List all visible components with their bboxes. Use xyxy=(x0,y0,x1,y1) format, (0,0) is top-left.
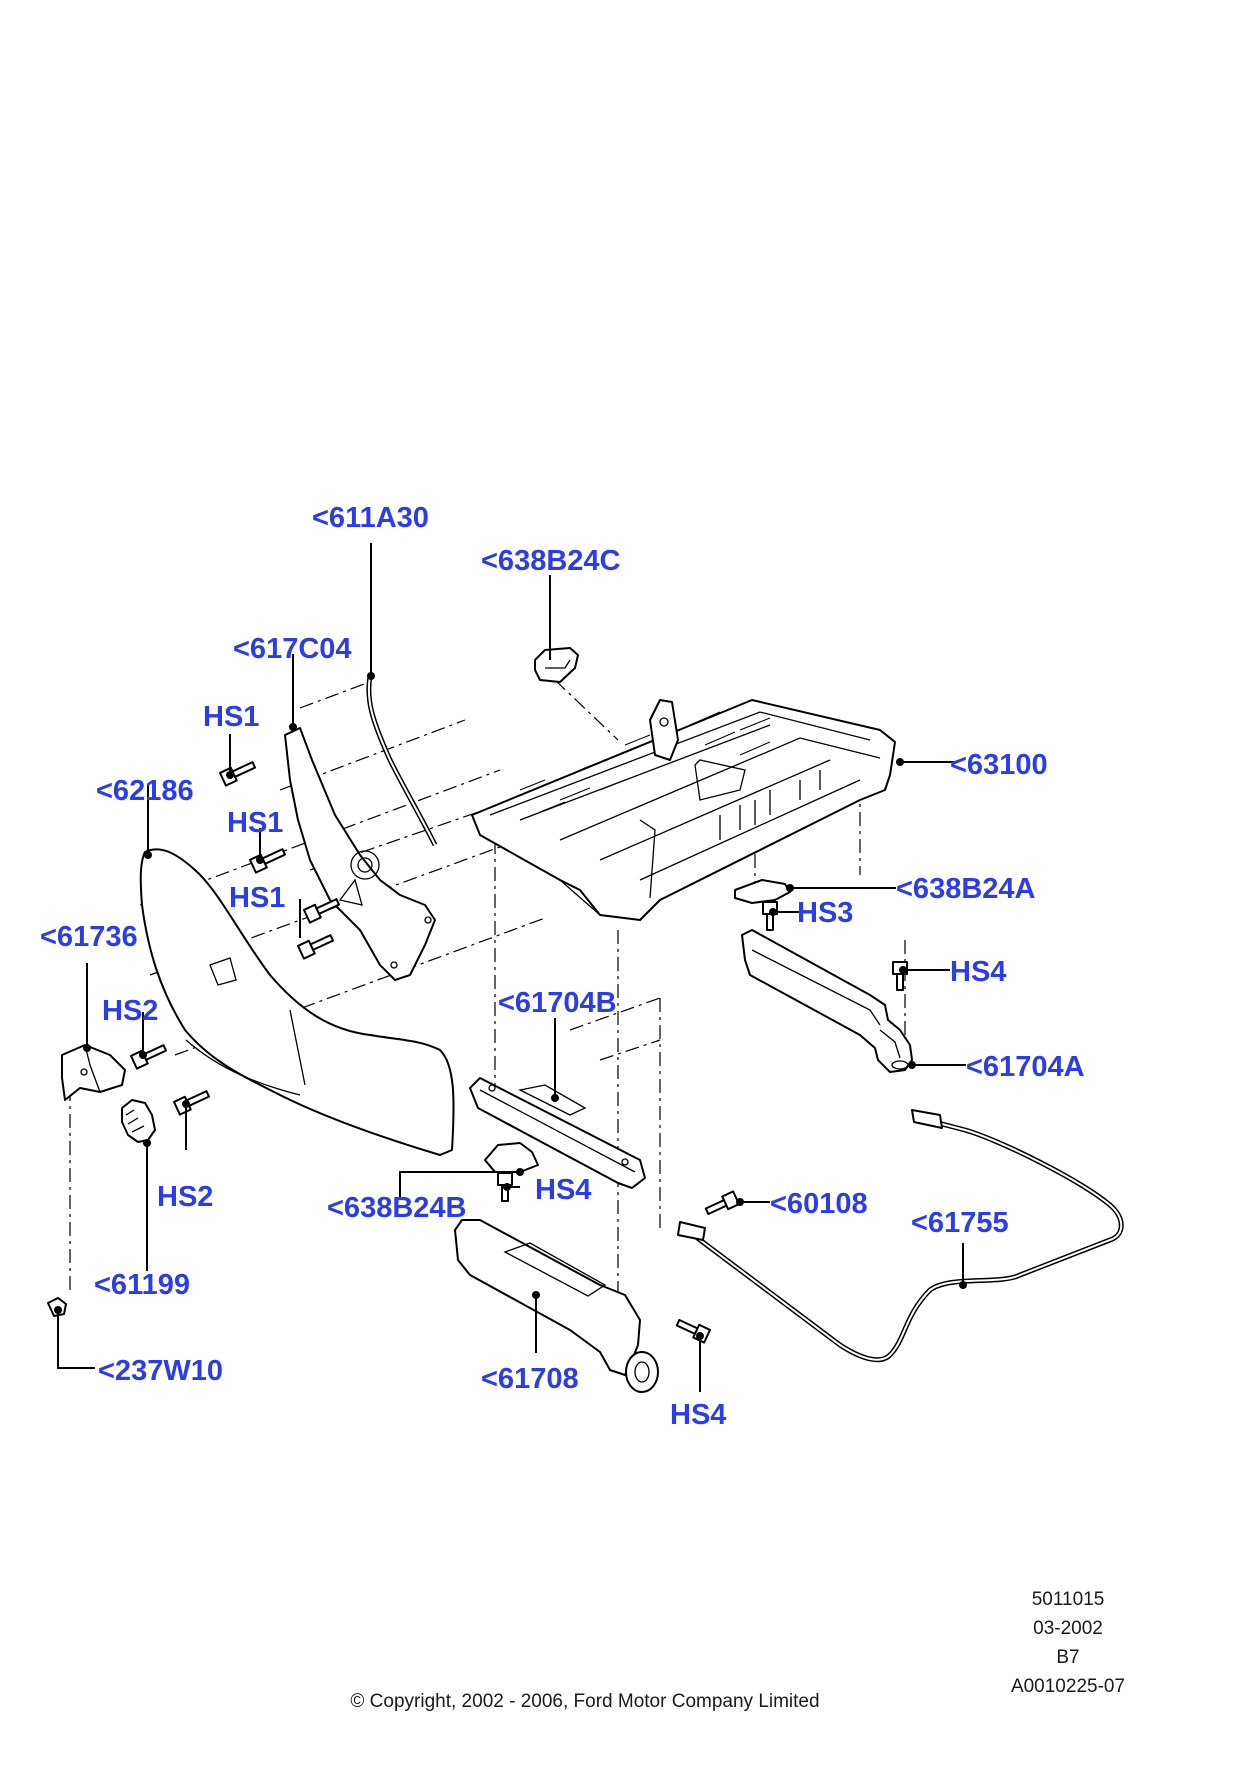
part-61708-trim[interactable] xyxy=(454,1219,659,1393)
label-61736[interactable]: <61736 xyxy=(40,921,138,953)
label-HS4-bottom[interactable]: HS4 xyxy=(670,1399,726,1431)
screw-icon xyxy=(762,901,778,931)
part-611A30-rod[interactable] xyxy=(366,675,438,847)
screw-icon xyxy=(704,1190,741,1216)
label-HS4-right[interactable]: HS4 xyxy=(950,956,1006,988)
label-61199[interactable]: <61199 xyxy=(94,1269,190,1301)
label-237W10[interactable]: <237W10 xyxy=(98,1355,223,1387)
label-611A30[interactable]: <611A30 xyxy=(312,502,429,534)
label-HS4-middle[interactable]: HS4 xyxy=(535,1174,591,1206)
label-61704A[interactable]: <61704A xyxy=(966,1051,1085,1083)
screw-icon xyxy=(248,848,287,874)
part-62186-shield[interactable] xyxy=(139,848,455,1156)
part-61199-knob[interactable] xyxy=(121,1099,156,1143)
label-638B24A[interactable]: <638B24A xyxy=(896,873,1036,905)
label-HS1-top[interactable]: HS1 xyxy=(203,701,259,733)
illustration-id: A0010225-07 xyxy=(1011,1676,1125,1697)
label-62186[interactable]: <62186 xyxy=(96,775,194,807)
label-61755[interactable]: <61755 xyxy=(911,1207,1009,1239)
screw-icon xyxy=(129,1044,168,1070)
callout-labels: <611A30 <638B24C <617C04 HS1 <62186 HS1 … xyxy=(40,502,1085,1431)
label-638B24C[interactable]: <638B24C xyxy=(481,545,621,577)
screw-icon xyxy=(296,934,335,960)
part-617C04-bracket[interactable] xyxy=(284,727,436,981)
label-HS2-upper[interactable]: HS2 xyxy=(102,995,158,1027)
part-638B24A-bracket[interactable] xyxy=(734,879,791,904)
part-61704B-rail[interactable] xyxy=(469,1077,646,1189)
label-61704B[interactable]: <61704B xyxy=(498,987,617,1019)
label-638B24B[interactable]: <638B24B xyxy=(327,1192,466,1224)
label-60108[interactable]: <60108 xyxy=(770,1188,868,1220)
fastener-screws xyxy=(129,761,908,1344)
drawing-date: 03-2002 xyxy=(1033,1618,1103,1639)
part-638B24C-cap[interactable] xyxy=(534,647,579,683)
copyright-notice: © Copyright, 2002 - 2006, Ford Motor Com… xyxy=(350,1691,819,1712)
screw-icon xyxy=(675,1318,712,1344)
part-63100-seat-frame[interactable] xyxy=(471,699,896,921)
label-HS1-middle[interactable]: HS1 xyxy=(227,807,283,839)
label-617C04[interactable]: <617C04 xyxy=(233,633,352,665)
label-61708[interactable]: <61708 xyxy=(481,1363,579,1395)
part-61736-cover[interactable] xyxy=(61,1044,126,1101)
label-HS3[interactable]: HS3 xyxy=(797,897,853,929)
screw-icon xyxy=(302,898,341,924)
label-63100[interactable]: <63100 xyxy=(950,749,1048,781)
drawing-code: B7 xyxy=(1056,1647,1079,1668)
screw-icon xyxy=(218,761,257,787)
reference-number: 5011015 xyxy=(1032,1589,1105,1610)
label-HS1-bottom[interactable]: HS1 xyxy=(229,882,285,914)
label-HS2-lower[interactable]: HS2 xyxy=(157,1181,213,1213)
part-61755-wire[interactable] xyxy=(677,1109,1124,1363)
leader-lines xyxy=(54,543,967,1392)
drawing-footer: 5011015 03-2002 B7 A0010225-07 © Copyrig… xyxy=(350,1589,1125,1712)
screw-icon xyxy=(172,1090,211,1116)
part-638B24B-cap[interactable] xyxy=(484,1142,539,1173)
part-61704A-rail[interactable] xyxy=(741,929,913,1073)
